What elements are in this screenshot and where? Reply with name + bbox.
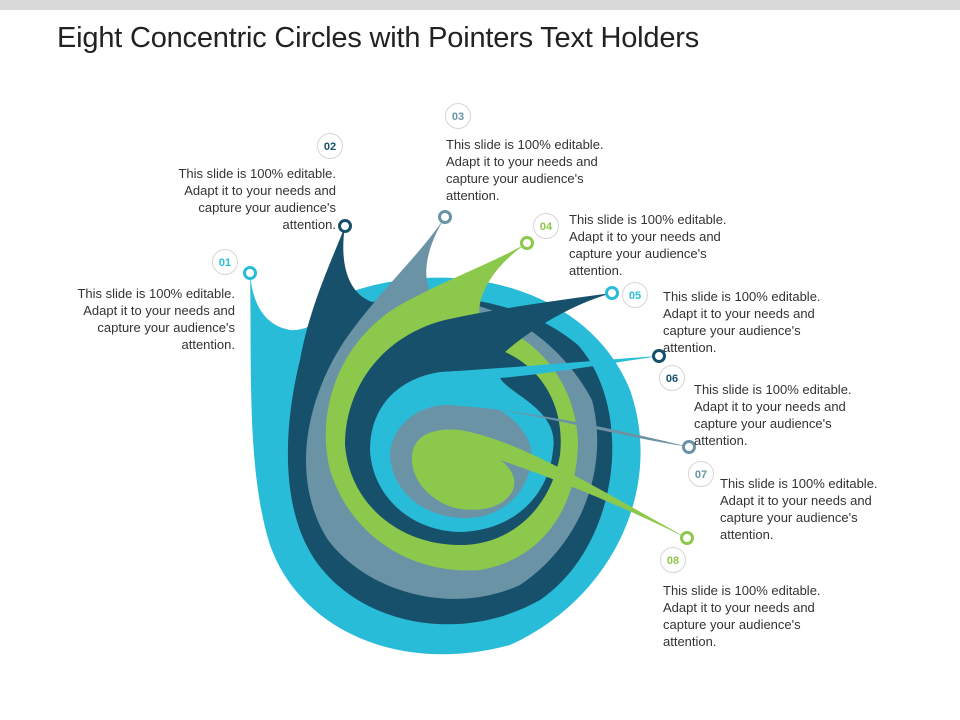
pointer-08 — [680, 531, 694, 545]
badge-07: 07 — [688, 461, 714, 487]
badge-06: 06 — [659, 365, 685, 391]
badge-05: 05 — [622, 282, 648, 308]
text-holder-07: This slide is 100% editable. Adapt it to… — [720, 476, 878, 542]
pointer-02 — [338, 219, 352, 233]
text-holder-02: This slide is 100% editable. Adapt it to… — [178, 166, 336, 232]
badge-01: 01 — [212, 249, 238, 275]
text-holder-04: This slide is 100% editable. Adapt it to… — [569, 212, 727, 278]
badge-02: 02 — [317, 133, 343, 159]
pointer-07 — [682, 440, 696, 454]
pointer-01 — [243, 266, 257, 280]
top-bar — [0, 0, 960, 10]
badge-04: 04 — [533, 213, 559, 239]
badge-08: 08 — [660, 547, 686, 573]
text-holder-06: This slide is 100% editable. Adapt it to… — [694, 382, 852, 448]
pointer-06 — [652, 349, 666, 363]
pointer-05 — [605, 286, 619, 300]
badge-03: 03 — [445, 103, 471, 129]
text-holder-01: This slide is 100% editable. Adapt it to… — [77, 286, 235, 352]
slide-title: Eight Concentric Circles with Pointers T… — [57, 22, 700, 54]
text-holder-03: This slide is 100% editable. Adapt it to… — [446, 137, 604, 203]
pointer-04 — [520, 236, 534, 250]
text-holder-08: This slide is 100% editable. Adapt it to… — [663, 583, 821, 649]
text-holder-05: This slide is 100% editable. Adapt it to… — [663, 289, 821, 355]
pointer-03 — [438, 210, 452, 224]
ring-8 — [411, 429, 687, 538]
